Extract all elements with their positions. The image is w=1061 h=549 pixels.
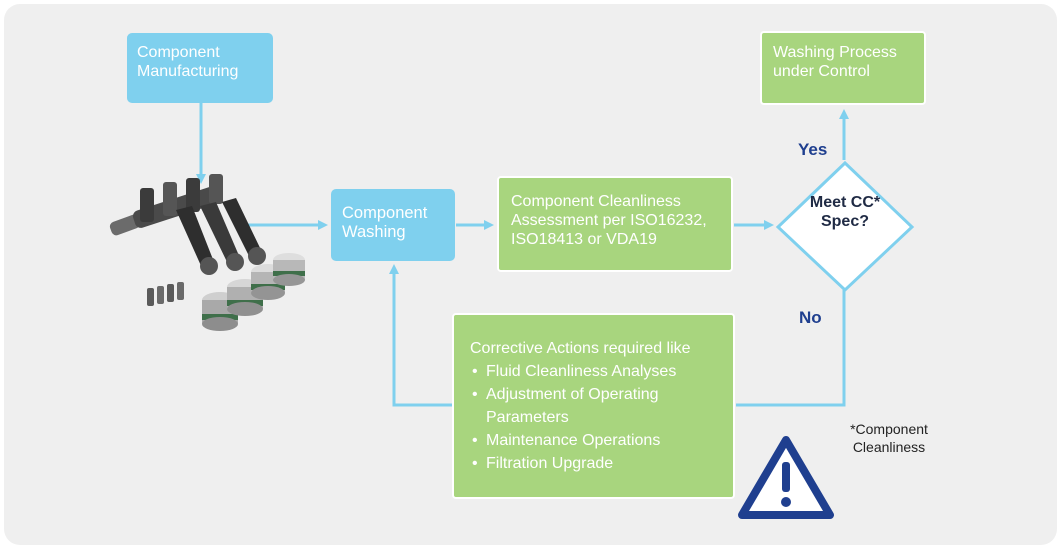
node-component-washing: Component Washing: [331, 189, 455, 261]
corrective-action-item: Adjustment of Operating Parameters: [470, 383, 719, 429]
corrective-actions-list: Fluid Cleanliness Analyses Adjustment of…: [470, 360, 719, 475]
footnote: *Component Cleanliness: [850, 421, 928, 455]
node-corrective-actions: Corrective Actions required like Fluid C…: [452, 313, 735, 499]
node-cleanliness-assessment: Component Cleanliness Assessment per ISO…: [497, 176, 733, 272]
warning-icon: [738, 436, 834, 519]
node-cleanliness-assessment-label: Component Cleanliness Assessment per ISO…: [511, 193, 707, 248]
connector-decision-no: [736, 290, 846, 407]
node-component-washing-label: Component Washing: [342, 204, 428, 241]
node-component-manufacturing: Component Manufacturing: [127, 33, 273, 103]
decision-label: Meet CC* Spec?: [809, 194, 881, 230]
decision-diamond: [775, 160, 915, 293]
corrective-actions-title: Corrective Actions required like: [470, 340, 691, 357]
corrective-action-item: Maintenance Operations: [470, 429, 719, 452]
edge-label-no: No: [799, 308, 822, 327]
node-washing-under-control: Washing Process under Control: [760, 31, 926, 105]
edge-label-yes: Yes: [798, 140, 828, 159]
corrective-action-item: Fluid Cleanliness Analyses: [470, 360, 719, 383]
node-washing-under-control-label: Washing Process under Control: [773, 44, 897, 80]
corrective-action-item: Filtration Upgrade: [470, 452, 719, 475]
engine-parts-image: [109, 174, 305, 331]
arrow-corrective-to-washing: [389, 264, 454, 407]
node-component-manufacturing-label: Component Manufacturing: [137, 44, 239, 80]
